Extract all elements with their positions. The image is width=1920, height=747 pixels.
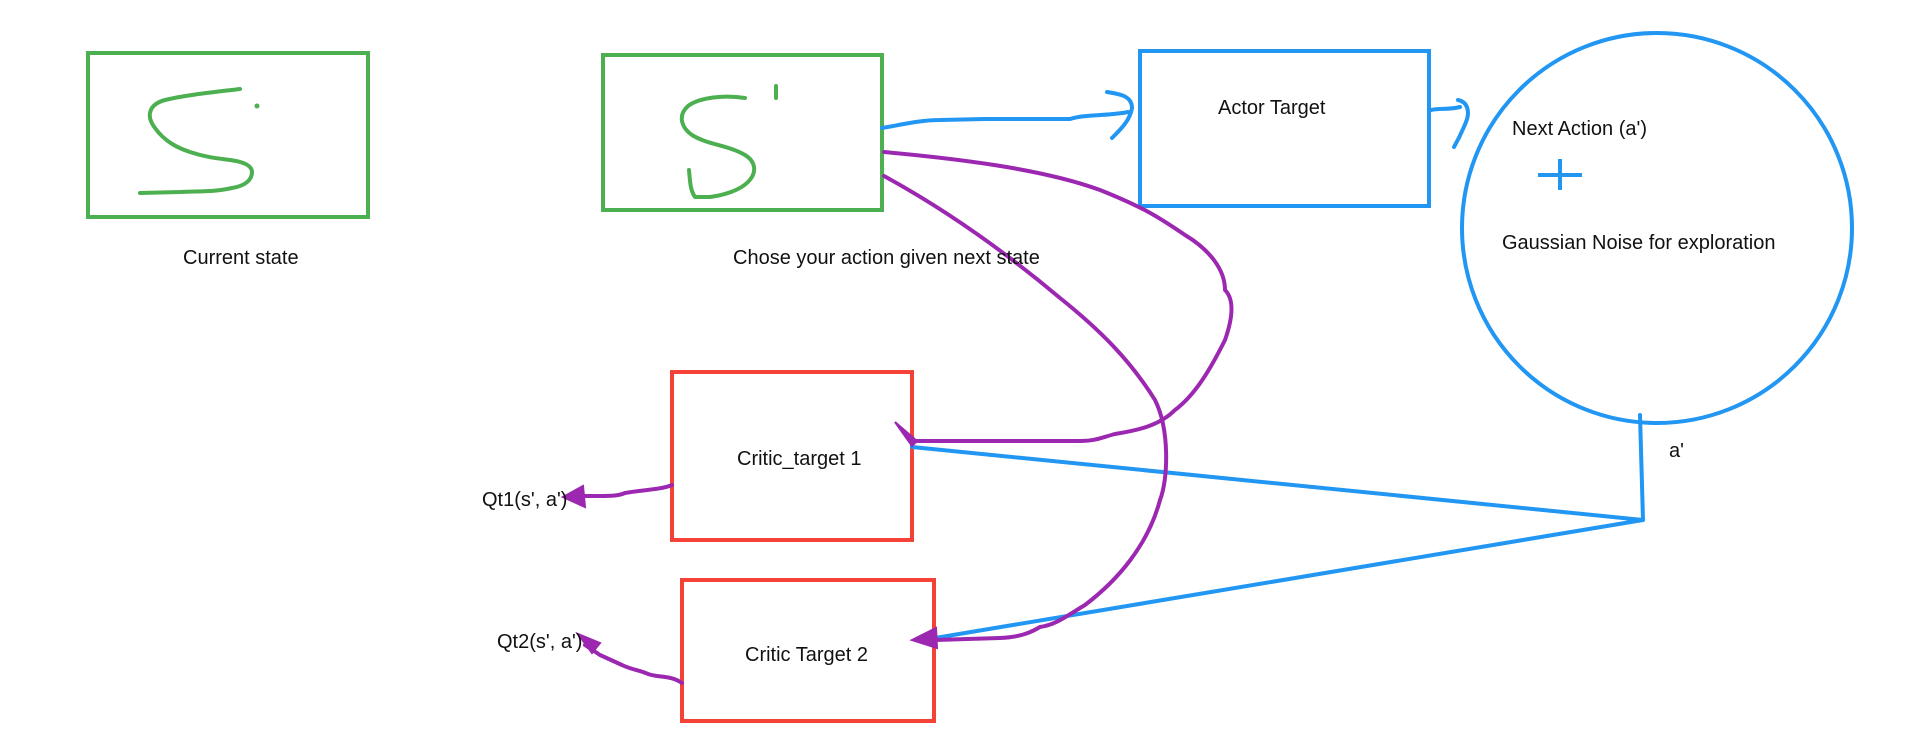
current-state-s-dot — [254, 103, 260, 109]
flow-critic-1-arrowhead — [894, 421, 919, 448]
qt2-output-label: Qt2(s', a') — [497, 631, 583, 653]
next-state-box — [601, 53, 884, 212]
arrow-actor-to-circle — [1429, 105, 1462, 112]
arrow-next-state-to-actor-head — [1105, 90, 1134, 140]
current-state-s-glyph — [138, 87, 254, 195]
arrow-next-state-to-actor — [880, 110, 1130, 130]
action-output-label: a' — [1669, 440, 1684, 462]
flow-critic-1-to-qt1 — [568, 483, 674, 498]
flow-critic-2-to-qt2 — [583, 643, 684, 685]
noise-circle — [1460, 31, 1854, 425]
flow-next-state-to-critic-2 — [882, 174, 1169, 642]
critic-target-2-box — [680, 578, 936, 723]
critic-target-1-box — [670, 370, 914, 542]
next-state-caption: Chose your action given next state — [733, 247, 1040, 269]
critic-target-2-label: Critic Target 2 — [745, 644, 869, 666]
flow-qt2-arrowhead — [575, 631, 602, 655]
next-action-title: Next Action (a') — [1512, 118, 1647, 140]
flow-critic-2-arrowhead — [909, 626, 939, 650]
critic-target-1-label: Critic_target 1 — [737, 448, 862, 470]
actor-target-box — [1138, 49, 1431, 208]
qt1-output-label: Qt1(s', a') — [482, 489, 568, 511]
flow-next-state-to-critic-1 — [882, 150, 1234, 443]
flow-qt1-arrowhead — [560, 484, 587, 509]
gaussian-noise-subtitle: Gaussian Noise for exploration — [1502, 232, 1776, 254]
action-to-critic-2-line — [933, 518, 1645, 640]
current-state-box — [86, 51, 370, 219]
arrow-actor-to-circle-head — [1452, 98, 1470, 149]
action-fanout-lines — [910, 413, 1645, 522]
actor-target-label: Actor Target — [1218, 97, 1326, 119]
next-state-s-glyph — [679, 94, 757, 199]
current-state-caption: Current state — [183, 247, 299, 269]
